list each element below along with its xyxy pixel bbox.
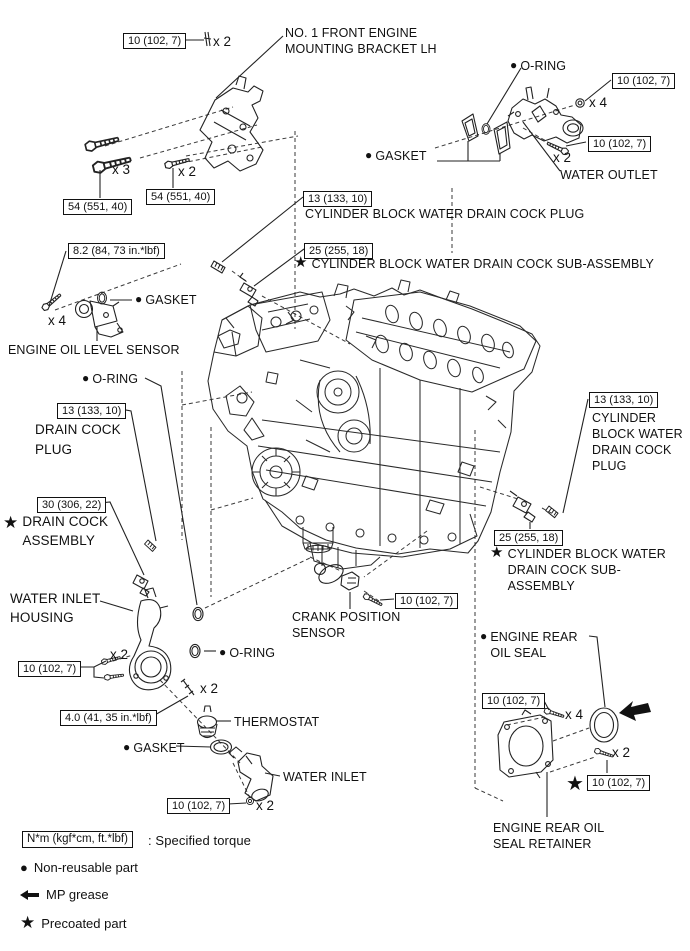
oil-level-sensor-art: [74, 299, 124, 338]
legend-torque-meaning: : Specified torque: [148, 833, 251, 848]
torque-box-25-mid: 25 (255, 18): [304, 243, 374, 259]
drain-plug-right-art: [544, 505, 560, 519]
qty-sensor-bolts: x 4: [48, 313, 67, 328]
label-water-outlet: WATER OUTLET: [560, 168, 658, 182]
torque-box-rear-x4: 10 (102, 7): [482, 693, 546, 709]
drain-cock-left-art: [132, 574, 150, 597]
label-oring-bottom: ● O-RING: [219, 645, 276, 660]
label-gasket-top: ● GASKET: [365, 148, 427, 163]
label-oil-level-sensor: ENGINE OIL LEVEL SENSOR: [8, 343, 180, 357]
drain-cock-right-art: [509, 490, 536, 523]
label-drain-cock-plug: DRAIN COCK PLUG: [35, 422, 121, 457]
torque-box-bracket-small: 10 (102, 7): [123, 33, 187, 49]
label-cyl-drain-plug-mid: CYLINDER BLOCK WATER DRAIN COCK PLUG: [305, 207, 585, 221]
label-mounting-bracket: NO. 1 FRONT ENGINE MOUNTING BRACKET LH: [285, 26, 437, 56]
label-gasket-sensor: ● GASKET: [135, 292, 197, 307]
non-reusable-icon: ●: [219, 645, 227, 659]
torque-box-13-right: 13 (133, 10): [589, 392, 659, 408]
torque-box-housing-bolts: 10 (102, 7): [18, 661, 82, 677]
precoated-icon: ★: [3, 513, 19, 532]
torque-box-outlet-nuts: 10 (102, 7): [612, 73, 676, 89]
label-gasket-bottom: ● GASKET: [123, 740, 185, 755]
precoated-icon: ★: [566, 773, 584, 795]
torque-box-25-right: 25 (255, 18): [494, 530, 564, 546]
drain-plug-left-art: [142, 539, 158, 553]
crank-sensor-art: [313, 562, 360, 591]
torque-box-30: 30 (306, 22): [37, 497, 107, 513]
legend-non-reusable: ● Non-reusable part: [20, 860, 138, 875]
torque-box-13-mid: 13 (133, 10): [303, 191, 373, 207]
qty-outlet-bolts: x 2: [553, 150, 572, 165]
engine-illustration: [207, 279, 541, 570]
qty-bracket-studs: x 2: [213, 34, 232, 49]
torque-box-crank-sensor: 10 (102, 7): [395, 593, 459, 609]
precoated-icon: ★: [490, 544, 504, 561]
torque-box-54-short: 54 (551, 40): [146, 189, 216, 205]
bracket-stud-icon: [203, 31, 212, 47]
drain-plug-mid-art: [210, 260, 226, 274]
label-thermostat: THERMOSTAT: [234, 715, 320, 729]
qty-studs: x 2: [200, 681, 219, 696]
stud-icon: [180, 678, 195, 696]
label-rear-seal-retainer: ENGINE REAR OIL SEAL RETAINER: [493, 821, 605, 851]
label-rear-oil-seal: ● ENGINE REAR OIL SEAL: [480, 629, 578, 660]
mounting-bracket-art: [199, 75, 264, 172]
precoated-icon: ★: [294, 254, 308, 271]
gasket-bottom-art: [209, 739, 233, 755]
mp-grease-arrow-icon: [619, 701, 651, 721]
torque-box-water-inlet: 10 (102, 7): [167, 798, 231, 814]
torque-box-outlet-bolts: 10 (102, 7): [588, 136, 652, 152]
label-water-inlet-housing: WATER INLET HOUSING: [10, 591, 101, 625]
qty-outlet-nuts: x 4: [589, 95, 608, 110]
part-icons: [40, 31, 651, 806]
oring-left-art: [192, 606, 204, 622]
torque-box-13-left: 13 (133, 10): [57, 403, 127, 419]
qty-short-bolts: x 2: [178, 164, 197, 179]
oring-top-art: [481, 123, 491, 135]
label-water-inlet: WATER INLET: [283, 770, 367, 784]
torque-box-rear-x2: 10 (102, 7): [587, 775, 651, 791]
qty-inlet-nuts: x 2: [256, 798, 275, 813]
water-outlet-art: [507, 86, 584, 144]
mp-grease-arrow-icon: [20, 889, 39, 900]
qty-rear-bolts-4: x 4: [565, 707, 584, 722]
legend-mp-grease: MP grease: [20, 887, 109, 902]
water-inlet-housing-art: [128, 587, 172, 691]
gasket-top-art: [461, 113, 511, 155]
torque-box-oil-sensor: 8.2 (84, 73 in.*lbf): [68, 243, 165, 259]
non-reusable-icon: ●: [135, 292, 143, 306]
label-cyl-drain-cock-mid: ★ CYLINDER BLOCK WATER DRAIN COCK SUB-AS…: [294, 254, 654, 271]
thermostat-art: [196, 705, 218, 739]
gasket-sensor-art: [97, 291, 107, 305]
non-reusable-icon: ●: [82, 371, 90, 385]
label-cyl-drain-plug-right: CYLINDER BLOCK WATER DRAIN COCK PLUG: [592, 411, 683, 473]
label-oring-top: ● O-RING: [510, 58, 567, 73]
non-reusable-icon: ●: [510, 58, 518, 72]
non-reusable-icon: ●: [20, 860, 28, 875]
qty-housing-bolts: x 2: [110, 647, 129, 662]
torque-box-54-long: 54 (551, 40): [63, 199, 133, 215]
non-reusable-icon: ●: [365, 148, 373, 162]
qty-rear-bolts-2: x 2: [612, 745, 631, 760]
torque-box-studs: 4.0 (41, 35 in.*lbf): [60, 710, 157, 726]
label-drain-cock-assembly: ★ DRAIN COCK ASSEMBLY: [3, 513, 109, 548]
drain-cock-mid-art: [239, 272, 259, 307]
oring-bottom-art: [189, 643, 201, 659]
legend-precoated: ★ Precoated part: [20, 913, 127, 932]
rear-seal-retainer-art: [497, 709, 554, 779]
legend-torque-box: N*m (kgf*cm, ft.*lbf): [22, 831, 133, 848]
water-inlet-art: [228, 746, 274, 802]
label-oring-left: ● O-RING: [82, 371, 139, 386]
label-cyl-drain-cock-right: ★ CYLINDER BLOCK WATER DRAIN COCK SUB- A…: [490, 544, 666, 593]
non-reusable-icon: ●: [123, 740, 131, 754]
label-crank-sensor: CRANK POSITION SENSOR: [292, 610, 401, 640]
qty-long-bolts: x 3: [112, 162, 131, 177]
precoated-icon: ★: [20, 913, 36, 932]
rear-oil-seal-art: [589, 707, 619, 743]
non-reusable-icon: ●: [480, 629, 488, 643]
